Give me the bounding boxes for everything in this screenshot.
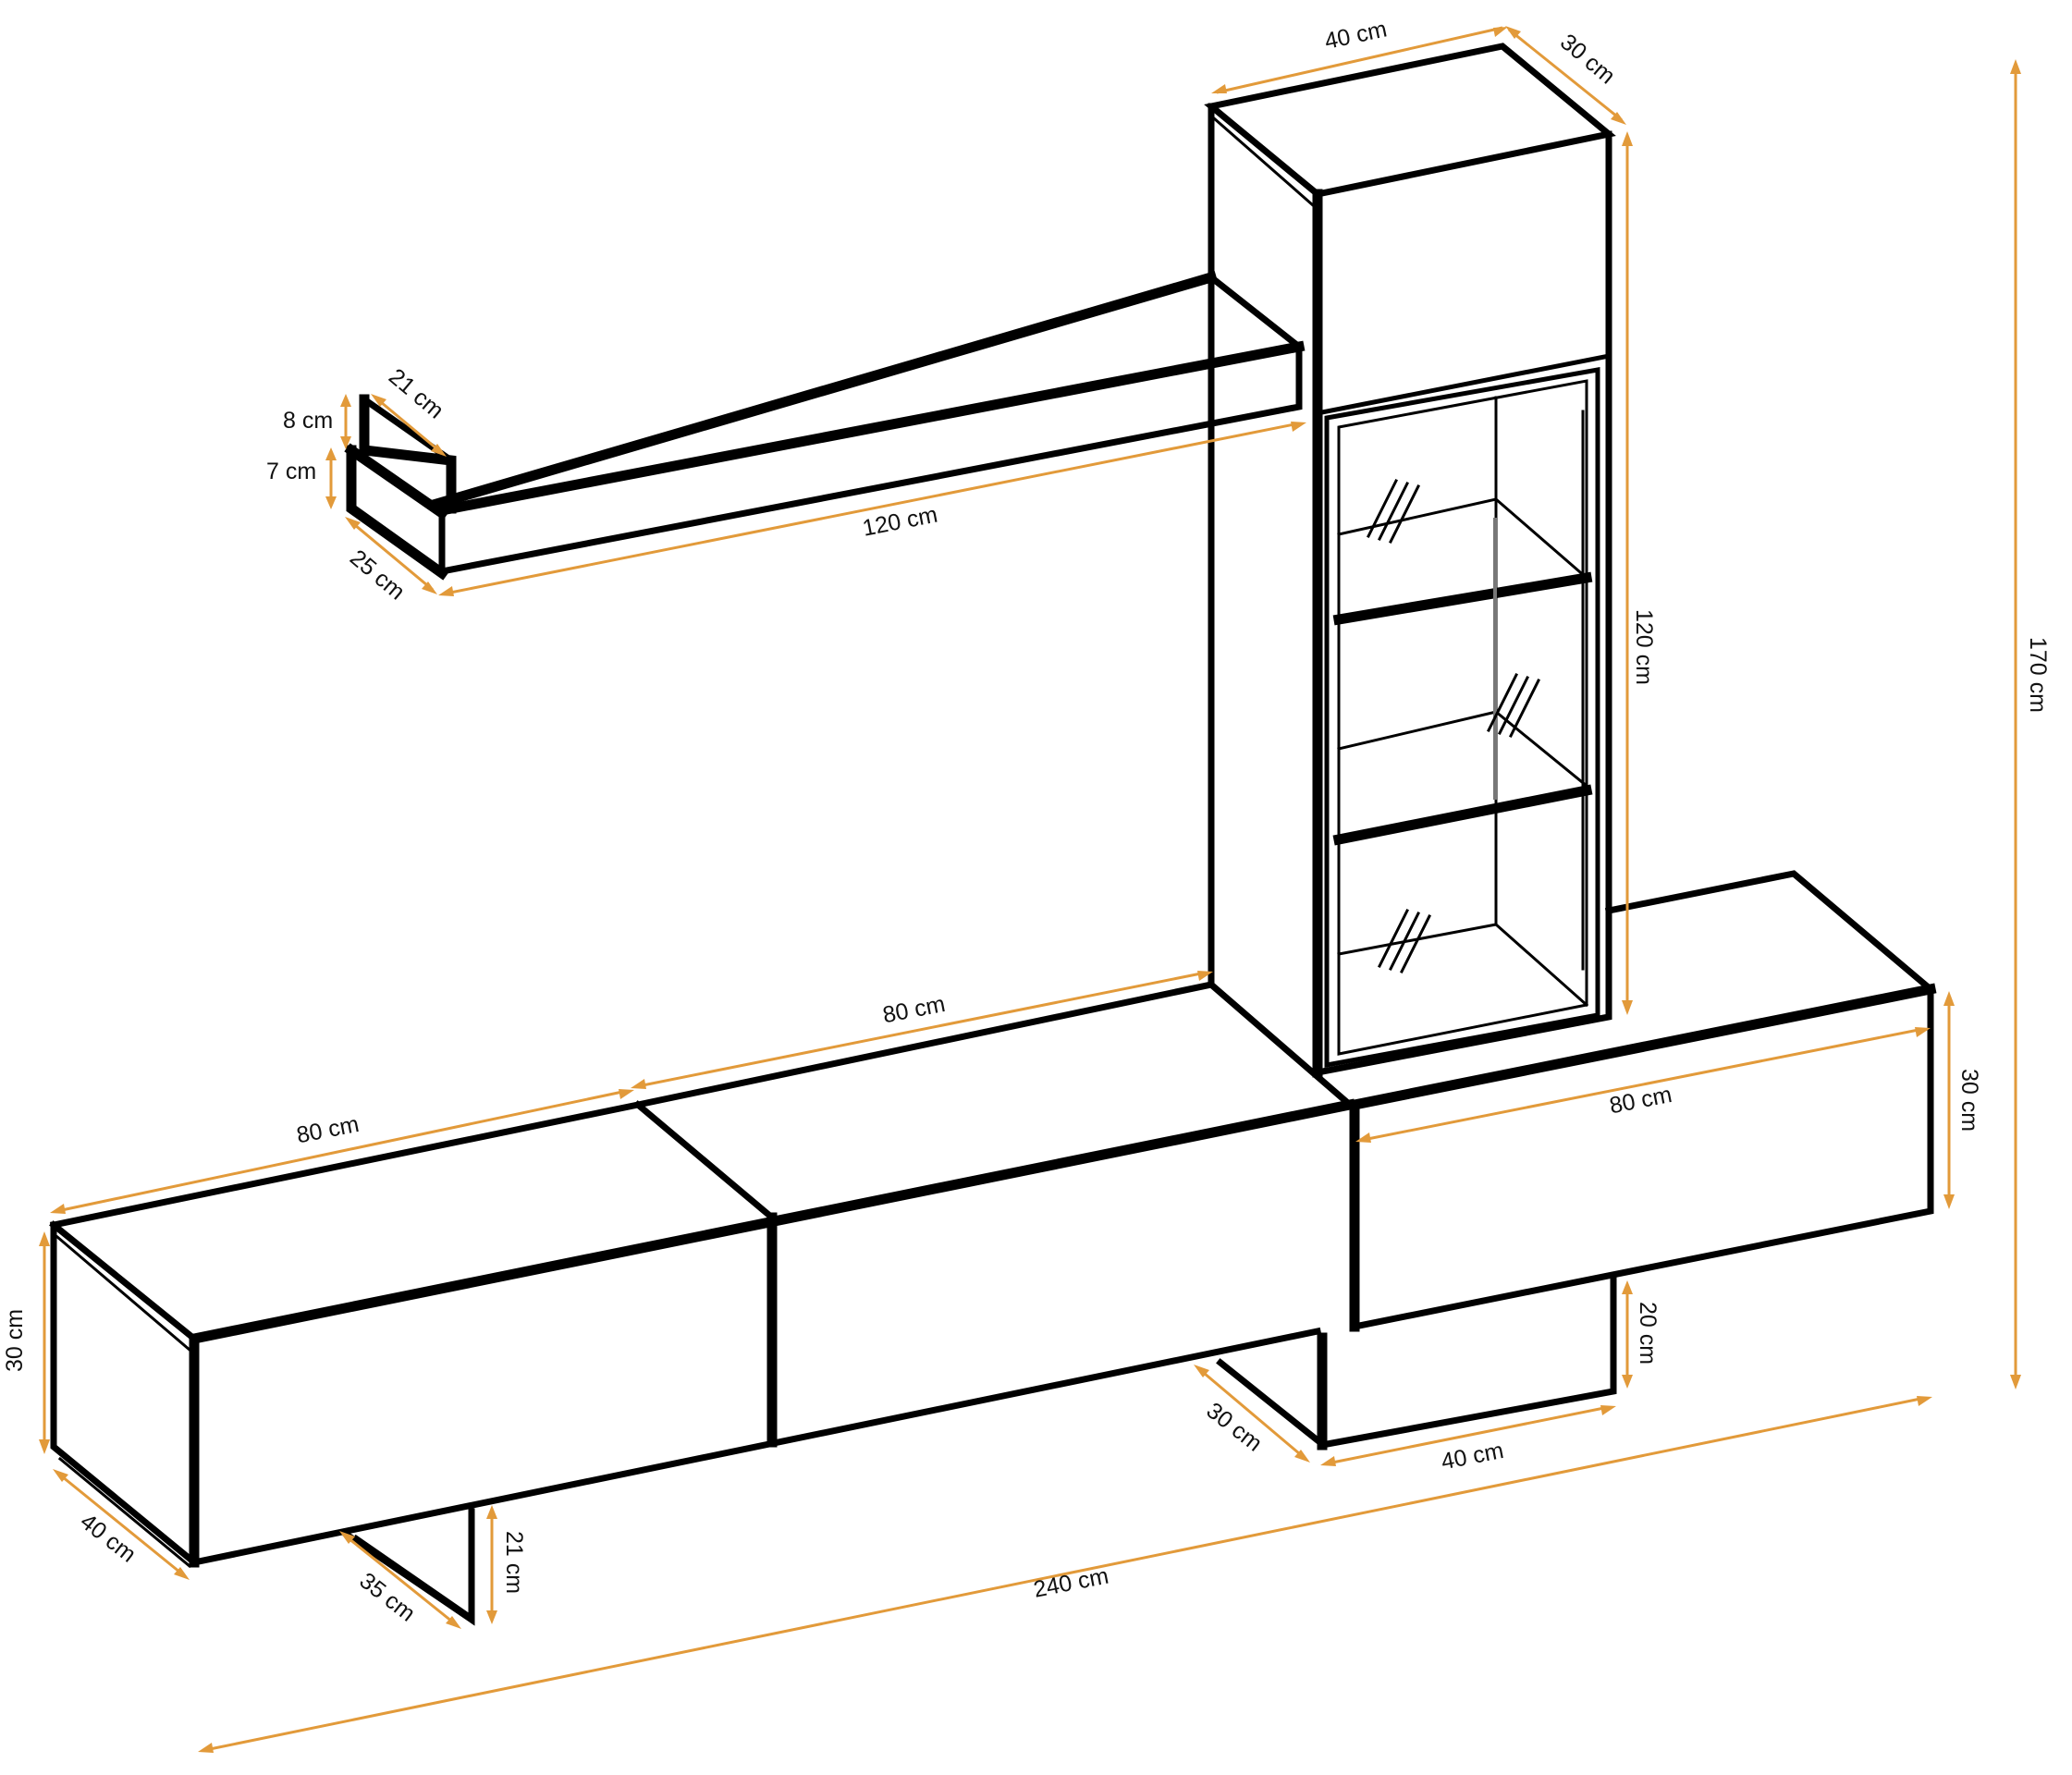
dim-low-left-depth — [56, 1471, 186, 1578]
dim-box-top — [374, 396, 443, 455]
dim-stand-depth — [1197, 1366, 1306, 1461]
dim-foot-depth — [343, 1533, 458, 1627]
dim-shelf-length — [445, 422, 1300, 595]
label-box-upper: 8 cm — [283, 408, 333, 434]
dim-total-width — [204, 1396, 1926, 1752]
shelf-front-top-edge — [435, 340, 1306, 517]
right-stand — [1216, 1358, 1327, 1449]
cabinet-top — [1204, 43, 1616, 198]
glass-shelf-1 — [1337, 497, 1589, 581]
label-stand-depth: 30 cm — [1201, 1398, 1267, 1457]
hanging-shelf — [344, 271, 1306, 581]
dim-top-width — [1216, 26, 1503, 94]
label-top-depth: 30 cm — [1555, 29, 1620, 89]
cabinet-divider — [1315, 353, 1612, 416]
label-low-left-width: 80 cm — [294, 1111, 361, 1148]
label-total-width: 240 cm — [1032, 1563, 1111, 1603]
label-cabinet-height: 120 cm — [1631, 609, 1657, 685]
right-cabinet — [1216, 870, 1937, 1451]
dim-shelf-depth — [349, 519, 434, 592]
low-cabinet-back-edge — [49, 980, 1216, 1230]
low-cabinet-bottom — [190, 1327, 1322, 1567]
low-door-divider-top — [633, 1100, 777, 1222]
label-box-top: 21 cm — [384, 363, 448, 423]
shelf-back-edge — [430, 271, 1218, 510]
label-low-mid-width: 80 cm — [880, 991, 947, 1028]
dimension-lines — [39, 26, 2021, 1753]
glass-door-frame — [1324, 367, 1600, 1069]
dim-low-left-width — [56, 1089, 628, 1213]
low-cabinet-foot — [342, 1508, 475, 1626]
right-cabinet-front — [1350, 985, 1934, 1331]
label-stand-width: 40 cm — [1439, 1438, 1505, 1475]
right-cabinet-front-top — [1348, 983, 1937, 1111]
label-low-left-height: 30 cm — [2, 1309, 28, 1372]
label-box-lower: 7 cm — [266, 459, 316, 484]
glass-shelf-2 — [1337, 710, 1589, 789]
low-cabinet-left-top — [49, 1220, 199, 1343]
glass-shelf-3 — [1337, 923, 1589, 1008]
label-right-height: 30 cm — [1956, 1069, 1982, 1132]
label-total-height: 170 cm — [2025, 637, 2051, 713]
dim-top-depth — [1508, 28, 1623, 122]
dimension-labels: 40 cm 30 cm 120 cm 170 cm 120 cm 25 cm 2… — [2, 16, 2051, 1626]
dim-right-width — [1362, 1027, 1924, 1142]
dim-stand-width — [1327, 1405, 1610, 1465]
label-stand-height: 20 cm — [1635, 1302, 1661, 1365]
label-shelf-depth: 25 cm — [345, 545, 410, 605]
low-cabinet — [49, 980, 1356, 1626]
dim-low-mid-width — [637, 971, 1207, 1088]
shelf-right-end — [437, 273, 1303, 576]
glass-mark-icon — [1366, 478, 1541, 974]
tall-cabinet — [1204, 43, 1616, 1078]
low-cabinet-left-side — [50, 1221, 199, 1567]
cabinet-right-side — [1313, 130, 1612, 1077]
label-foot-height: 21 cm — [501, 1531, 527, 1594]
small-box — [359, 394, 457, 514]
right-cabinet-top — [1604, 870, 1935, 994]
label-top-width: 40 cm — [1322, 16, 1389, 55]
label-right-width: 80 cm — [1607, 1082, 1674, 1119]
